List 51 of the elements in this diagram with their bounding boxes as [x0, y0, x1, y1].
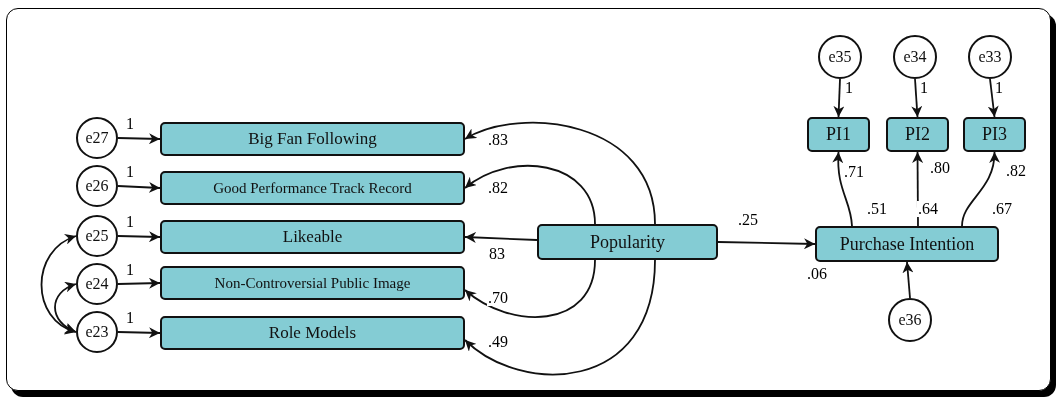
edge-label: .25 [737, 212, 759, 228]
variable-box: PI3 [963, 117, 1026, 152]
edge-label: .80 [929, 160, 951, 176]
variable-box: Popularity [537, 224, 718, 260]
edge-label: 1 [844, 80, 854, 96]
edge-label: 1 [994, 80, 1004, 96]
edge-label: 1 [125, 214, 135, 230]
variable-box: Good Performance Track Record [160, 171, 465, 205]
path-arrow [832, 151, 853, 227]
variable-box: Big Fan Following [160, 122, 465, 156]
edge-label: 1 [125, 262, 135, 278]
path-arrow [464, 231, 538, 243]
edge-label: .49 [487, 334, 509, 350]
estimate-label: .67 [991, 201, 1013, 217]
edge-label: 1 [125, 116, 135, 132]
path-arrow [464, 259, 656, 376]
path-arrow [117, 182, 161, 193]
edge-label: .83 [487, 132, 509, 148]
edge-label: .82 [487, 180, 509, 196]
edge-label: 83 [488, 246, 506, 262]
variable-box: PI2 [886, 117, 949, 152]
variable-box: Role Models [160, 316, 465, 350]
variable-box: Non-Controversial Public Image [160, 266, 465, 300]
path-arrow [464, 165, 596, 225]
variable-box: Purchase Intention [815, 226, 999, 262]
variable-box: Likeable [160, 220, 465, 254]
path-arrow [902, 261, 914, 299]
edge-label: .82 [1005, 163, 1027, 179]
edge-label: 1 [125, 164, 135, 180]
estimate-label: .06 [806, 266, 828, 282]
edge-label: 1 [919, 80, 929, 96]
variable-box: PI1 [807, 117, 870, 152]
path-arrow [117, 133, 161, 145]
estimate-label: .64 [917, 201, 939, 217]
path-arrow [464, 121, 656, 225]
path-arrow [912, 151, 924, 227]
path-arrow [464, 259, 596, 318]
path-arrow [911, 78, 923, 118]
edge-label: .70 [487, 290, 509, 306]
path-arrow [117, 327, 161, 339]
covariance-arrow [40, 235, 77, 334]
path-arrow [987, 78, 999, 118]
edge-label: 1 [125, 310, 135, 326]
covariance-arrow [54, 282, 77, 333]
path-arrow [833, 78, 845, 118]
edge-label: .71 [843, 164, 865, 180]
path-arrow [717, 238, 816, 250]
estimate-label: .51 [866, 201, 888, 217]
path-arrow [117, 231, 161, 243]
path-arrow [117, 277, 161, 289]
path-arrow [961, 151, 1000, 227]
